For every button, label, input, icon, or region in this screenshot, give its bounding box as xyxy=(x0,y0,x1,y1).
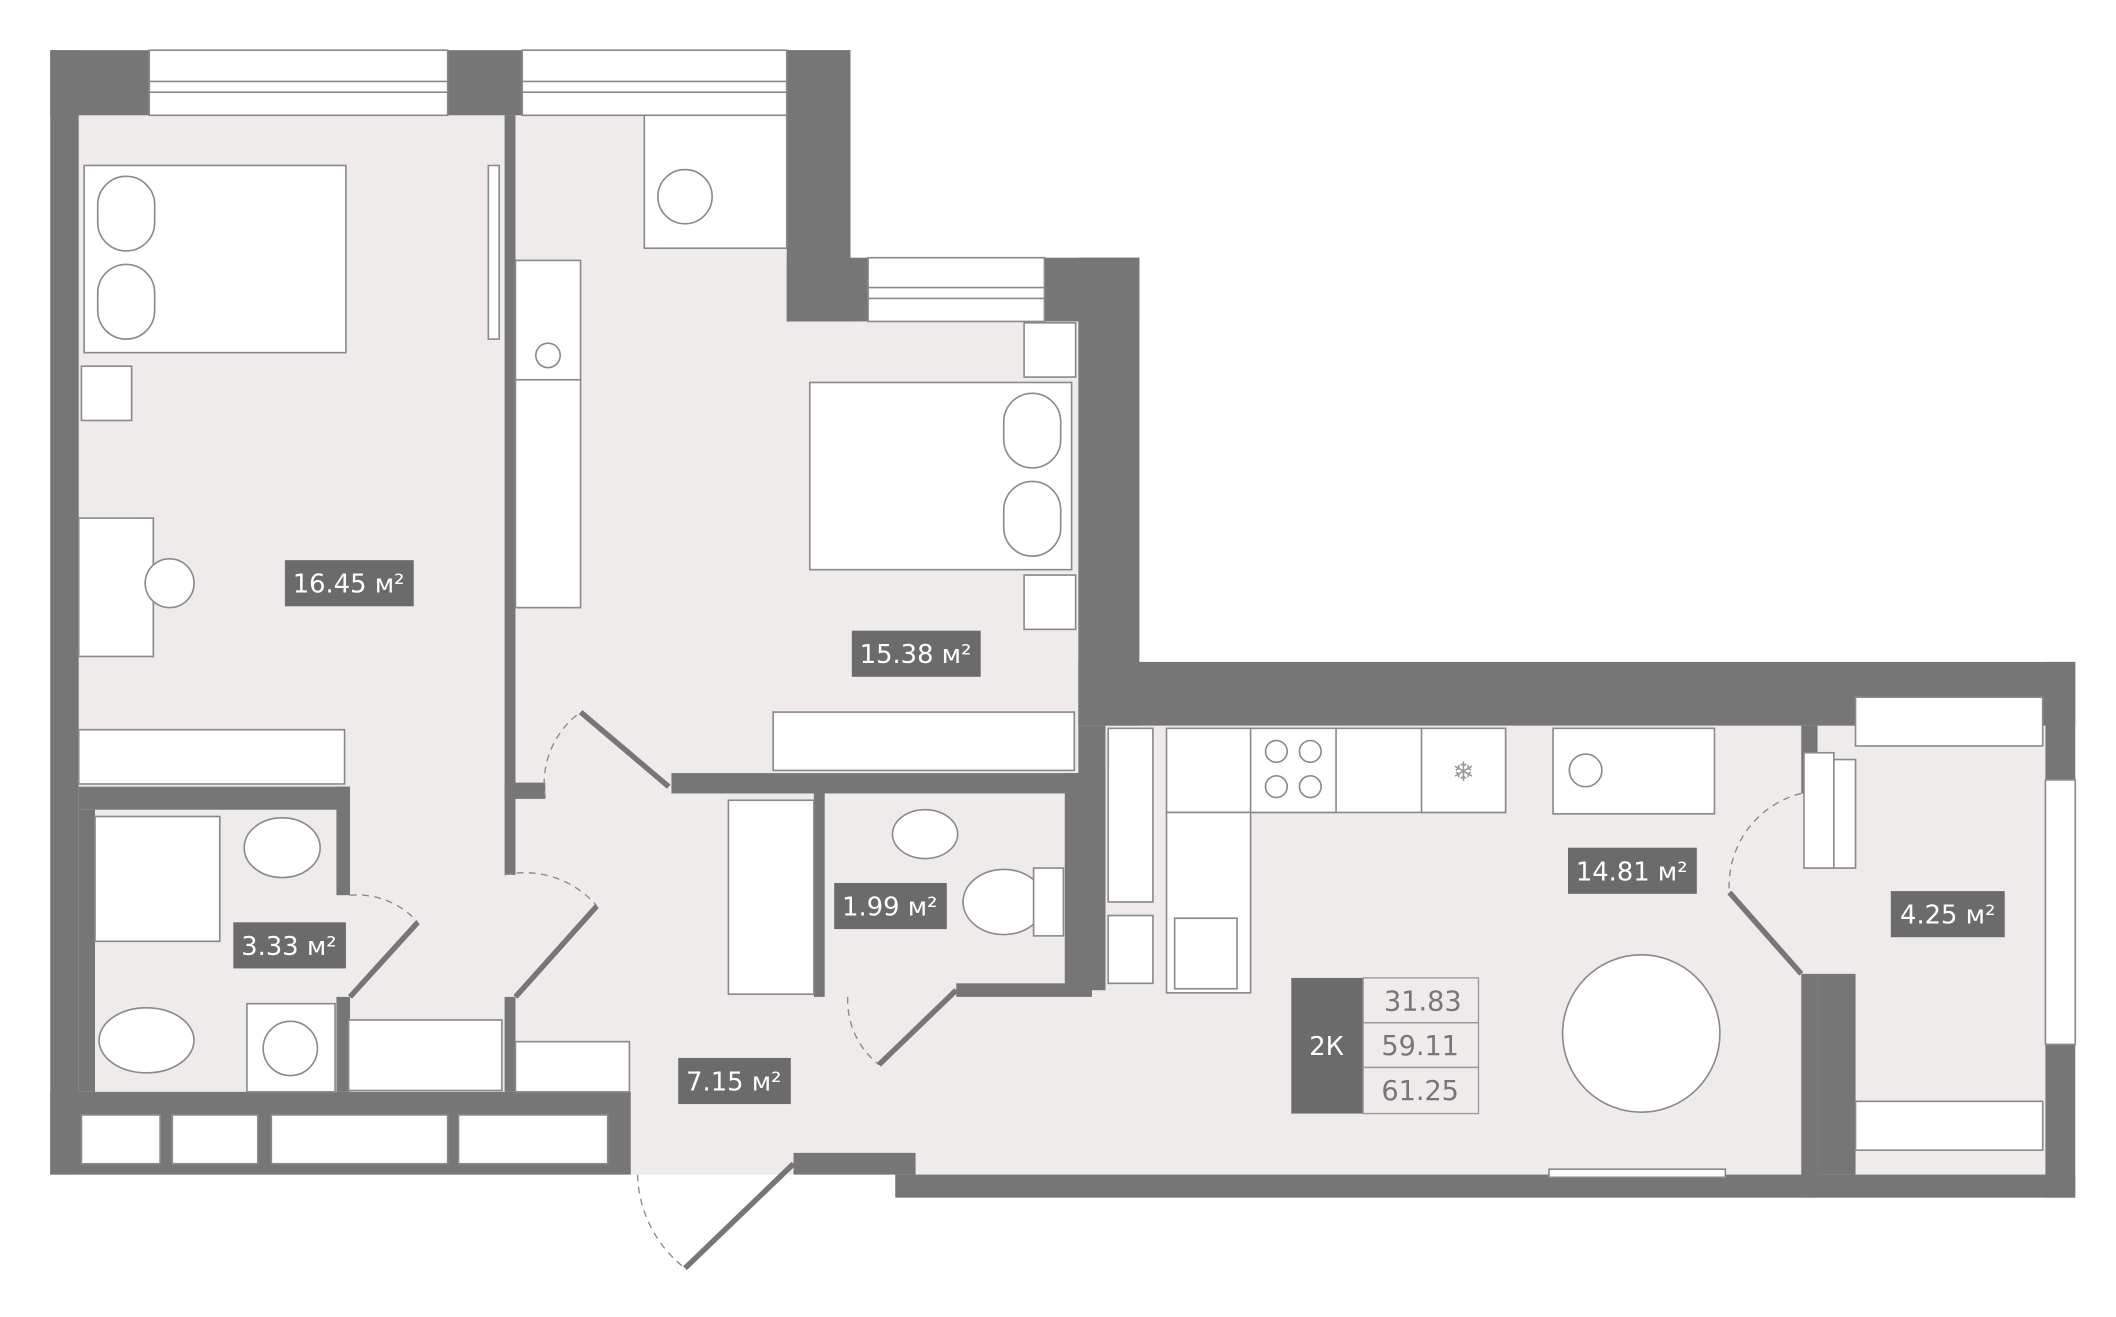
room-label-bathroom: 3.33 м² xyxy=(233,922,346,969)
room-label-toilet: 1.99 м² xyxy=(834,882,947,930)
toilet-icon xyxy=(962,868,1046,936)
sink-icon xyxy=(1173,917,1238,990)
wardrobe-icon xyxy=(77,728,346,785)
sink-icon xyxy=(243,817,321,879)
svg-text:15.38 м²: 15.38 м² xyxy=(860,640,972,670)
wardrobe-icon xyxy=(772,711,1076,772)
toilet-icon xyxy=(98,1006,195,1074)
dining-table-icon xyxy=(1561,954,1721,1114)
room-label-balcony: 4.25 м² xyxy=(1890,891,2005,938)
room-label-bedroom-2: 15.38 м² xyxy=(851,630,981,677)
room-label-kitchen: 14.81 м² xyxy=(1567,847,1697,894)
apartment-type: 2К xyxy=(1309,1032,1344,1062)
svg-text:7.15 м²: 7.15 м² xyxy=(686,1067,781,1097)
svg-text:16.45 м²: 16.45 м² xyxy=(293,570,405,600)
sink-icon xyxy=(891,808,959,860)
furniture: ❄ xyxy=(77,114,1727,1179)
living-area: 31.83 xyxy=(1384,986,1462,1017)
windows xyxy=(148,49,2077,1151)
area-summary-table: 2К 31.83 59.11 61.25 xyxy=(1291,977,1480,1115)
doors xyxy=(347,710,1804,1271)
svg-text:14.81 м²: 14.81 м² xyxy=(1576,857,1688,887)
total-area: 59.11 xyxy=(1381,1031,1459,1062)
fridge-icon xyxy=(1420,727,1507,814)
svg-text:3.33 м²: 3.33 м² xyxy=(241,932,336,962)
room-label-hallway: 7.15 м² xyxy=(678,1057,791,1105)
shower-icon xyxy=(94,815,221,943)
stove-icon xyxy=(1249,727,1337,814)
washer-icon xyxy=(246,1002,336,1093)
room-label-bedroom-1: 16.45 м² xyxy=(284,560,414,607)
svg-text:1.99 м²: 1.99 м² xyxy=(842,893,937,923)
svg-text:4.25 м²: 4.25 м² xyxy=(1900,901,1995,931)
desk-icon xyxy=(77,517,155,658)
svg-text:❄: ❄ xyxy=(1452,757,1475,788)
total-area-with-balcony: 61.25 xyxy=(1381,1076,1459,1107)
